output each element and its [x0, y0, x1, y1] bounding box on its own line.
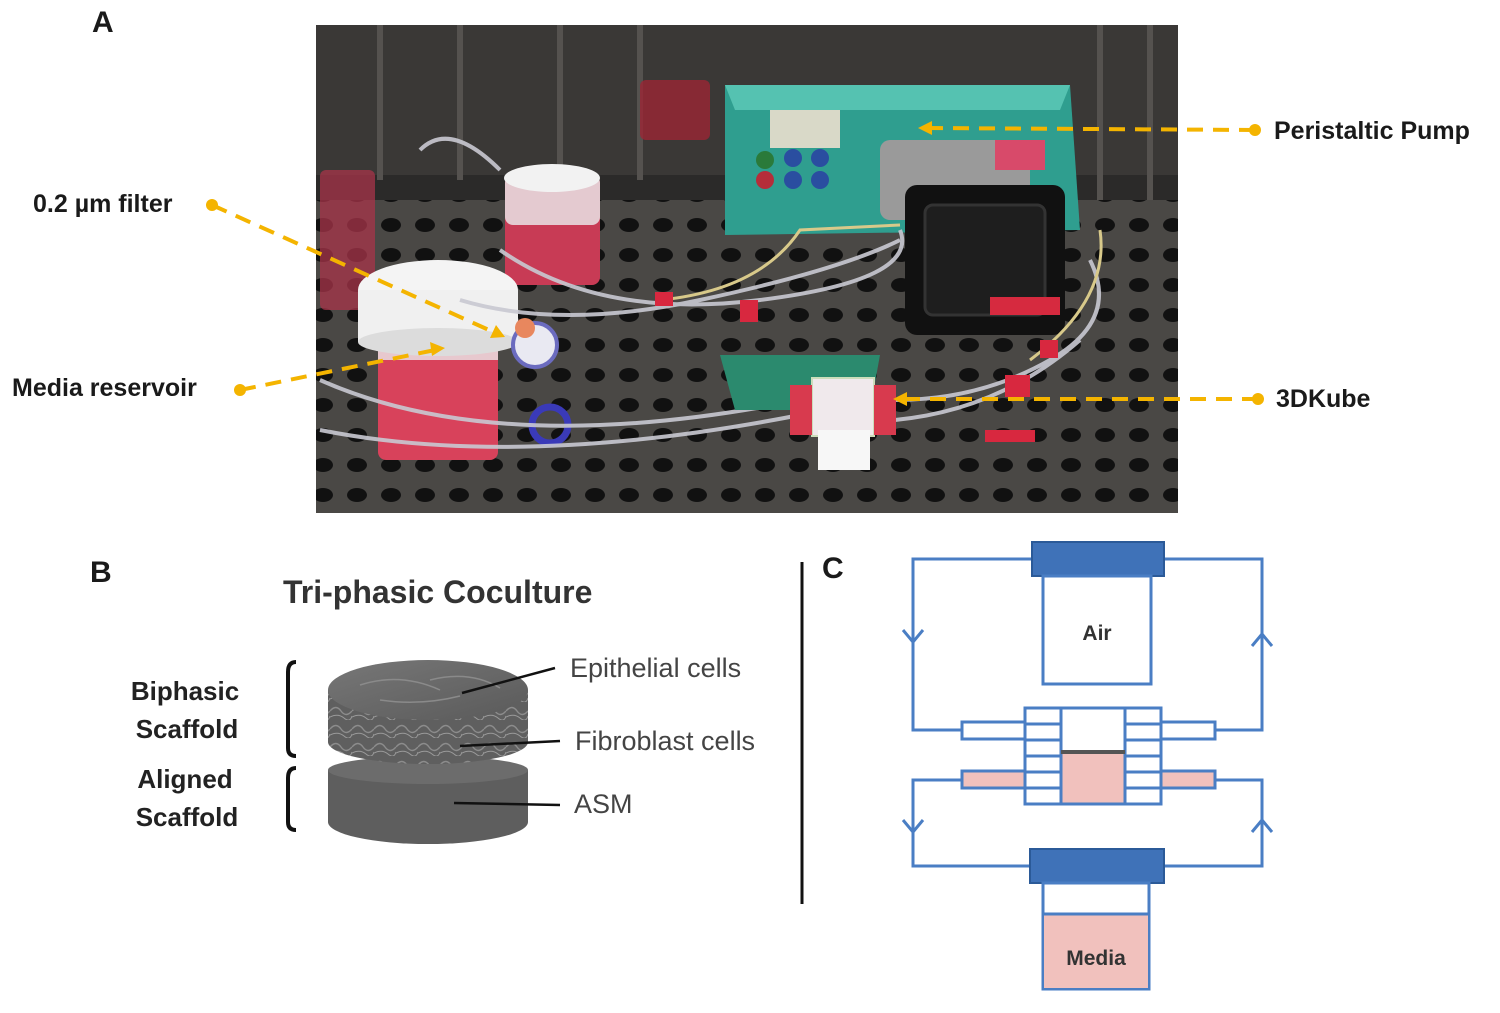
callout-kube: 3DKube [893, 385, 1371, 413]
label-biphasic-2: Scaffold [136, 714, 239, 744]
back-bottle [504, 164, 600, 285]
label-aligned-1: Aligned [137, 764, 232, 794]
syringe-filter [511, 318, 572, 447]
tubing [319, 136, 1101, 449]
panel-b-title: Tri-phasic Coculture [283, 574, 592, 610]
leader-fibroblast [459, 739, 561, 748]
label-peristaltic-pump: Peristaltic Pump [1274, 117, 1470, 145]
panel-b-letter: B [90, 556, 112, 589]
flow-diagram [901, 557, 1274, 868]
leader-epithelial [461, 666, 556, 695]
leader-asm [453, 801, 561, 807]
incubator-photo [316, 25, 1178, 513]
red-connectors [655, 292, 1058, 442]
kube-device [790, 377, 896, 470]
bracket-aligned [286, 766, 297, 832]
label-aligned-2: Scaffold [136, 802, 239, 832]
bioreactor [960, 706, 1217, 806]
media-chamber [1029, 848, 1165, 991]
label-media-reservoir: Media reservoir [12, 374, 197, 402]
label-biphasic-1: Biphasic [131, 676, 239, 706]
panel-c-letter: C [822, 552, 844, 585]
callout-reservoir: Media reservoir [12, 342, 445, 402]
label-filter: 0.2 µm filter [33, 190, 173, 218]
air-chamber [1031, 541, 1165, 686]
label-asm: ASM [574, 789, 633, 819]
scaffold-stack [328, 660, 528, 844]
bracket-biphasic [286, 660, 297, 758]
label-3dkube: 3DKube [1276, 385, 1371, 413]
label-fibroblast: Fibroblast cells [575, 726, 755, 756]
label-air: Air [1082, 622, 1111, 645]
pump-device [725, 85, 1080, 335]
label-media: Media [1066, 947, 1126, 970]
callout-pump: Peristaltic Pump [918, 117, 1470, 145]
label-epithelial: Epithelial cells [570, 653, 741, 683]
panel-a-letter: A [92, 6, 114, 39]
callout-filter: 0.2 µm filter [33, 190, 505, 338]
